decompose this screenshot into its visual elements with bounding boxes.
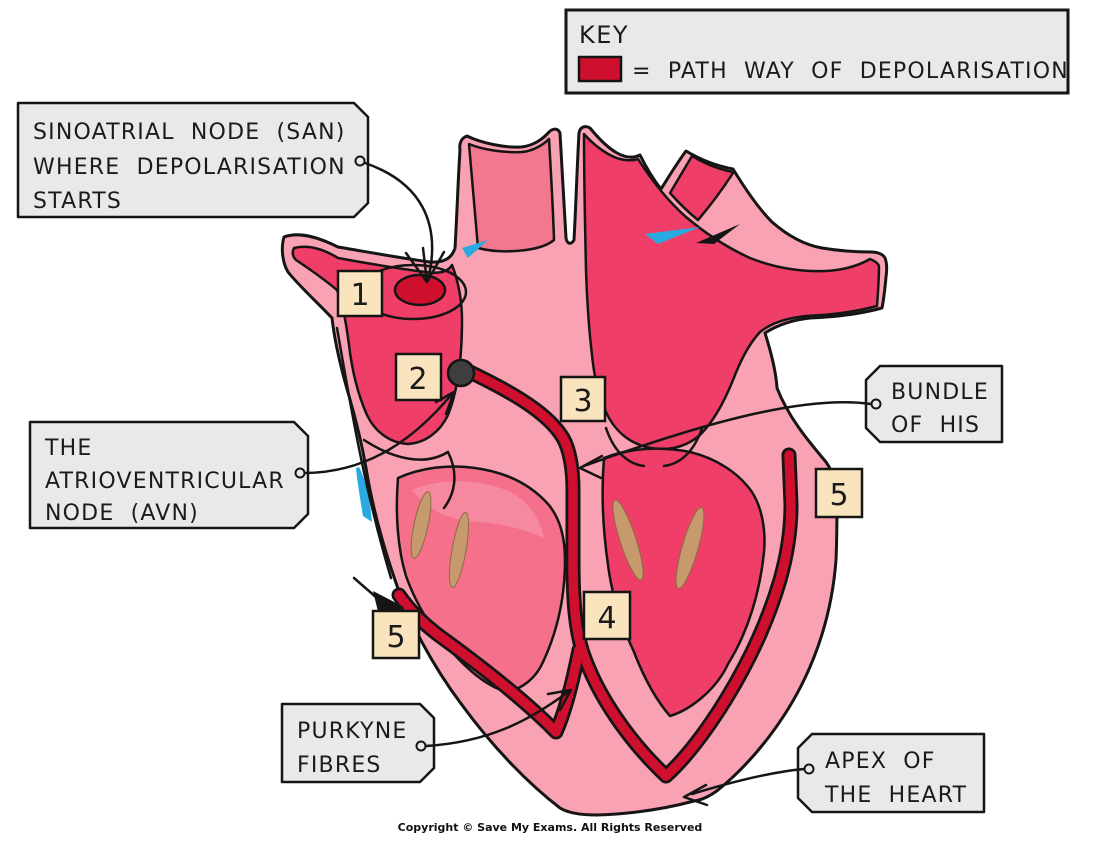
chordae-left-2 [448,512,470,588]
step-marker-3: 3 [559,375,607,423]
tricuspid-flap-line [442,450,456,510]
chordae-right-1 [612,499,644,581]
step-5-left-number: 5 [386,620,405,655]
key-swatch [577,55,623,83]
avn-label-line2: ATRIOVENTRICULAR [45,469,285,494]
step-3-number: 3 [573,384,592,419]
pulmonary-vessel-lumen [467,137,556,253]
apex-connector-dot [803,763,815,775]
step-5-left-box [371,609,421,660]
bundle-label-line1: BUNDLE [891,380,989,405]
san-label-box [16,101,370,219]
pathway-red-main [465,367,796,781]
mitral-valve-line-1 [604,426,646,468]
mitral-valve-line-2 [662,426,704,468]
apex-label-line1: APEX OF [825,749,936,774]
avn-connector-dot [294,467,306,479]
copyright-text: Copyright © Save My Exams. All Rights Re… [398,821,703,834]
purkyne-connector-line [424,690,570,748]
chordae-right-2 [675,507,705,589]
avn-label-box [28,420,310,530]
apex-arrow [682,783,709,807]
key-box [564,8,1070,95]
bundle-connector-line [582,400,873,468]
key-swatch-label: = PATH WAY OF DEPOLARISATION [632,59,1069,84]
step-4-box [582,590,632,641]
step-2-box [394,352,443,402]
san-label-line2: WHERE DEPOLARISATION [33,155,346,180]
label-apex: APEX OF THE HEART [682,732,986,814]
left-pathway-arrow-tail [352,576,379,600]
step-2-number: 2 [408,362,427,397]
avn-label-line3: NODE (AVN) [45,501,199,526]
bundle-arrow [578,454,604,480]
label-bundle-of-his: BUNDLE OF HIS [578,364,1004,480]
purkyne-arrow [546,688,573,712]
step-marker-5-right: 5 [814,467,864,519]
step-1-number: 1 [350,278,369,313]
step-marker-5-left: 5 [371,609,421,660]
san-arrow [404,246,446,284]
apex-label-box [796,732,986,814]
step-marker-1: 1 [336,269,384,318]
purkyne-label-box [280,702,436,784]
san-label-line3: STARTS [33,189,122,214]
step-3-box [559,375,607,423]
san-node [393,273,447,307]
step-marker-2: 2 [394,352,443,402]
vein-sliver-blue-left [356,467,372,522]
avn-node [446,358,476,388]
purkyne-connector-dot [415,740,427,752]
step-4-number: 4 [597,601,616,636]
label-san: SINOATRIAL NODE (SAN) WHERE DEPOLARISATI… [16,101,446,284]
san-connector-dot [354,155,366,167]
step-5-right-box [814,467,864,519]
key-legend: KEY = PATH WAY OF DEPOLARISATION [564,8,1070,95]
step-5-right-number: 5 [829,478,848,513]
vein-sliver-black [696,224,740,244]
apex-label-line2: THE HEART [824,783,967,808]
purkyne-label-line2: FIBRES [297,753,382,778]
avn-connector-line [304,392,454,475]
aortic-vessel-lumen [668,154,735,222]
san-label-line1: SINOATRIAL NODE (SAN) [33,120,346,145]
label-purkyne: PURKYNE FIBRES [280,688,573,784]
bundle-label-box [864,364,1004,444]
avn-label-line1: THE [44,436,92,461]
purkyne-label-line1: PURKYNE [297,719,408,744]
bundle-label-line2: OF HIS [891,413,980,438]
tricuspid-valve-line [362,438,450,461]
san-connector-line [363,161,434,282]
bundle-connector-dot [870,398,882,410]
apex-connector-line [690,767,806,796]
vein-sliver-blue-top [645,227,700,244]
left-wall-inner-line [335,326,393,580]
chordae-left-1 [410,491,432,559]
left-ventricle-highlight [412,481,544,538]
label-avn: THE ATRIOVENTRICULAR NODE (AVN) [28,390,456,530]
step-1-box [336,269,384,318]
key-title: KEY [579,21,629,49]
step-marker-4: 4 [582,590,632,641]
vein-sliver-blue-small [462,240,488,258]
